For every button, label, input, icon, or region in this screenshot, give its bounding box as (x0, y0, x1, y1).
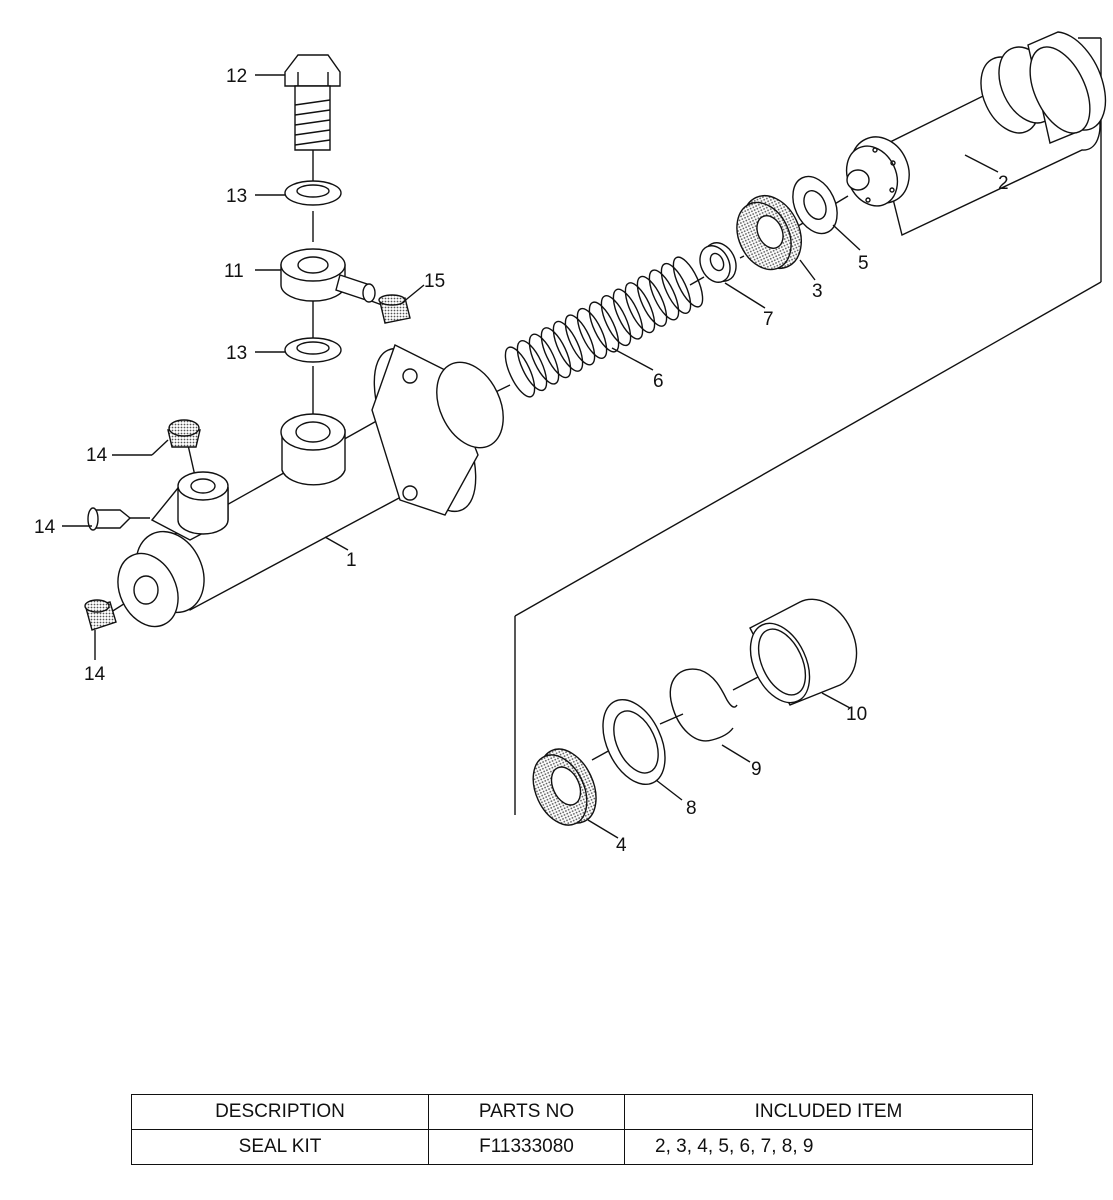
part-9-snap-ring (669, 668, 738, 742)
header-included-item: INCLUDED ITEM (624, 1094, 1033, 1130)
part-14-plug-bottom (84, 599, 117, 631)
part-13-washer-upper (284, 180, 342, 206)
table-row: SEAL KIT F11333080 2, 3, 4, 5, 6, 7, 8, … (131, 1129, 1033, 1165)
part-14-plug-left (87, 507, 132, 531)
spring-coil (540, 327, 572, 379)
callout-6: 6 (653, 371, 664, 392)
cell-description: SEAL KIT (131, 1129, 429, 1165)
callout-4: 4 (616, 835, 627, 856)
header-parts-no: PARTS NO (428, 1094, 625, 1130)
callout-15: 15 (424, 271, 445, 292)
part-7-spacer (699, 242, 737, 283)
callout-1: 1 (346, 550, 357, 571)
part-4-seal (532, 748, 597, 826)
part-2-piston-rod (845, 31, 1107, 236)
callout-numbers: 12 13 11 15 13 14 14 14 1 2 5 3 7 6 10 9… (34, 66, 1009, 856)
header-description: DESCRIPTION (131, 1094, 429, 1130)
spring-coil (564, 314, 596, 366)
spring-coil (600, 295, 632, 347)
spring-coil (528, 333, 560, 385)
spring-coil (612, 288, 644, 340)
cell-included-item: 2, 3, 4, 5, 6, 7, 8, 9 (624, 1129, 1033, 1165)
parts-table: DESCRIPTION PARTS NO INCLUDED ITEM SEAL … (131, 1094, 1033, 1165)
callout-10: 10 (846, 704, 867, 725)
part-6-spring (504, 256, 704, 398)
part-14-plug-top (167, 419, 201, 448)
spring-coil (552, 320, 584, 372)
callout-8: 8 (686, 798, 697, 819)
callout-13-upper: 13 (226, 186, 247, 207)
callout-5: 5 (858, 253, 869, 274)
part-3-seal (736, 195, 802, 271)
spring-coil (588, 301, 620, 353)
part-10-bushing (749, 598, 858, 706)
cell-parts-no: F11333080 (428, 1129, 625, 1165)
part-15-cap (378, 294, 411, 324)
part-1-cylinder-body (117, 344, 504, 628)
callout-14-bottom: 14 (84, 664, 106, 685)
callout-12: 12 (226, 66, 247, 87)
callout-2: 2 (998, 173, 1009, 194)
spring-coil (516, 340, 548, 392)
part-11-banjo-fitting (280, 248, 376, 303)
part-5-washer (792, 175, 838, 235)
table-header-row: DESCRIPTION PARTS NO INCLUDED ITEM (131, 1094, 1033, 1130)
spring-coil (624, 282, 656, 334)
assembly-lines (107, 150, 849, 761)
callout-13-lower: 13 (226, 343, 247, 364)
part-13-washer-lower (284, 337, 342, 363)
spring-coil (660, 262, 692, 314)
callout-14-left: 14 (34, 517, 56, 538)
callout-7: 7 (763, 309, 774, 330)
callout-11: 11 (224, 261, 244, 282)
part-8-washer (602, 698, 666, 786)
spring-coil (672, 256, 704, 308)
spring-coil (504, 346, 536, 398)
callout-14-top: 14 (86, 445, 108, 466)
callout-3: 3 (812, 281, 823, 302)
leader-lines (62, 74, 999, 839)
spring-coil (648, 269, 680, 321)
spring-coil (576, 307, 608, 359)
spring-coil (636, 275, 668, 327)
callout-9: 9 (751, 759, 762, 780)
part-12-bolt (284, 54, 341, 151)
